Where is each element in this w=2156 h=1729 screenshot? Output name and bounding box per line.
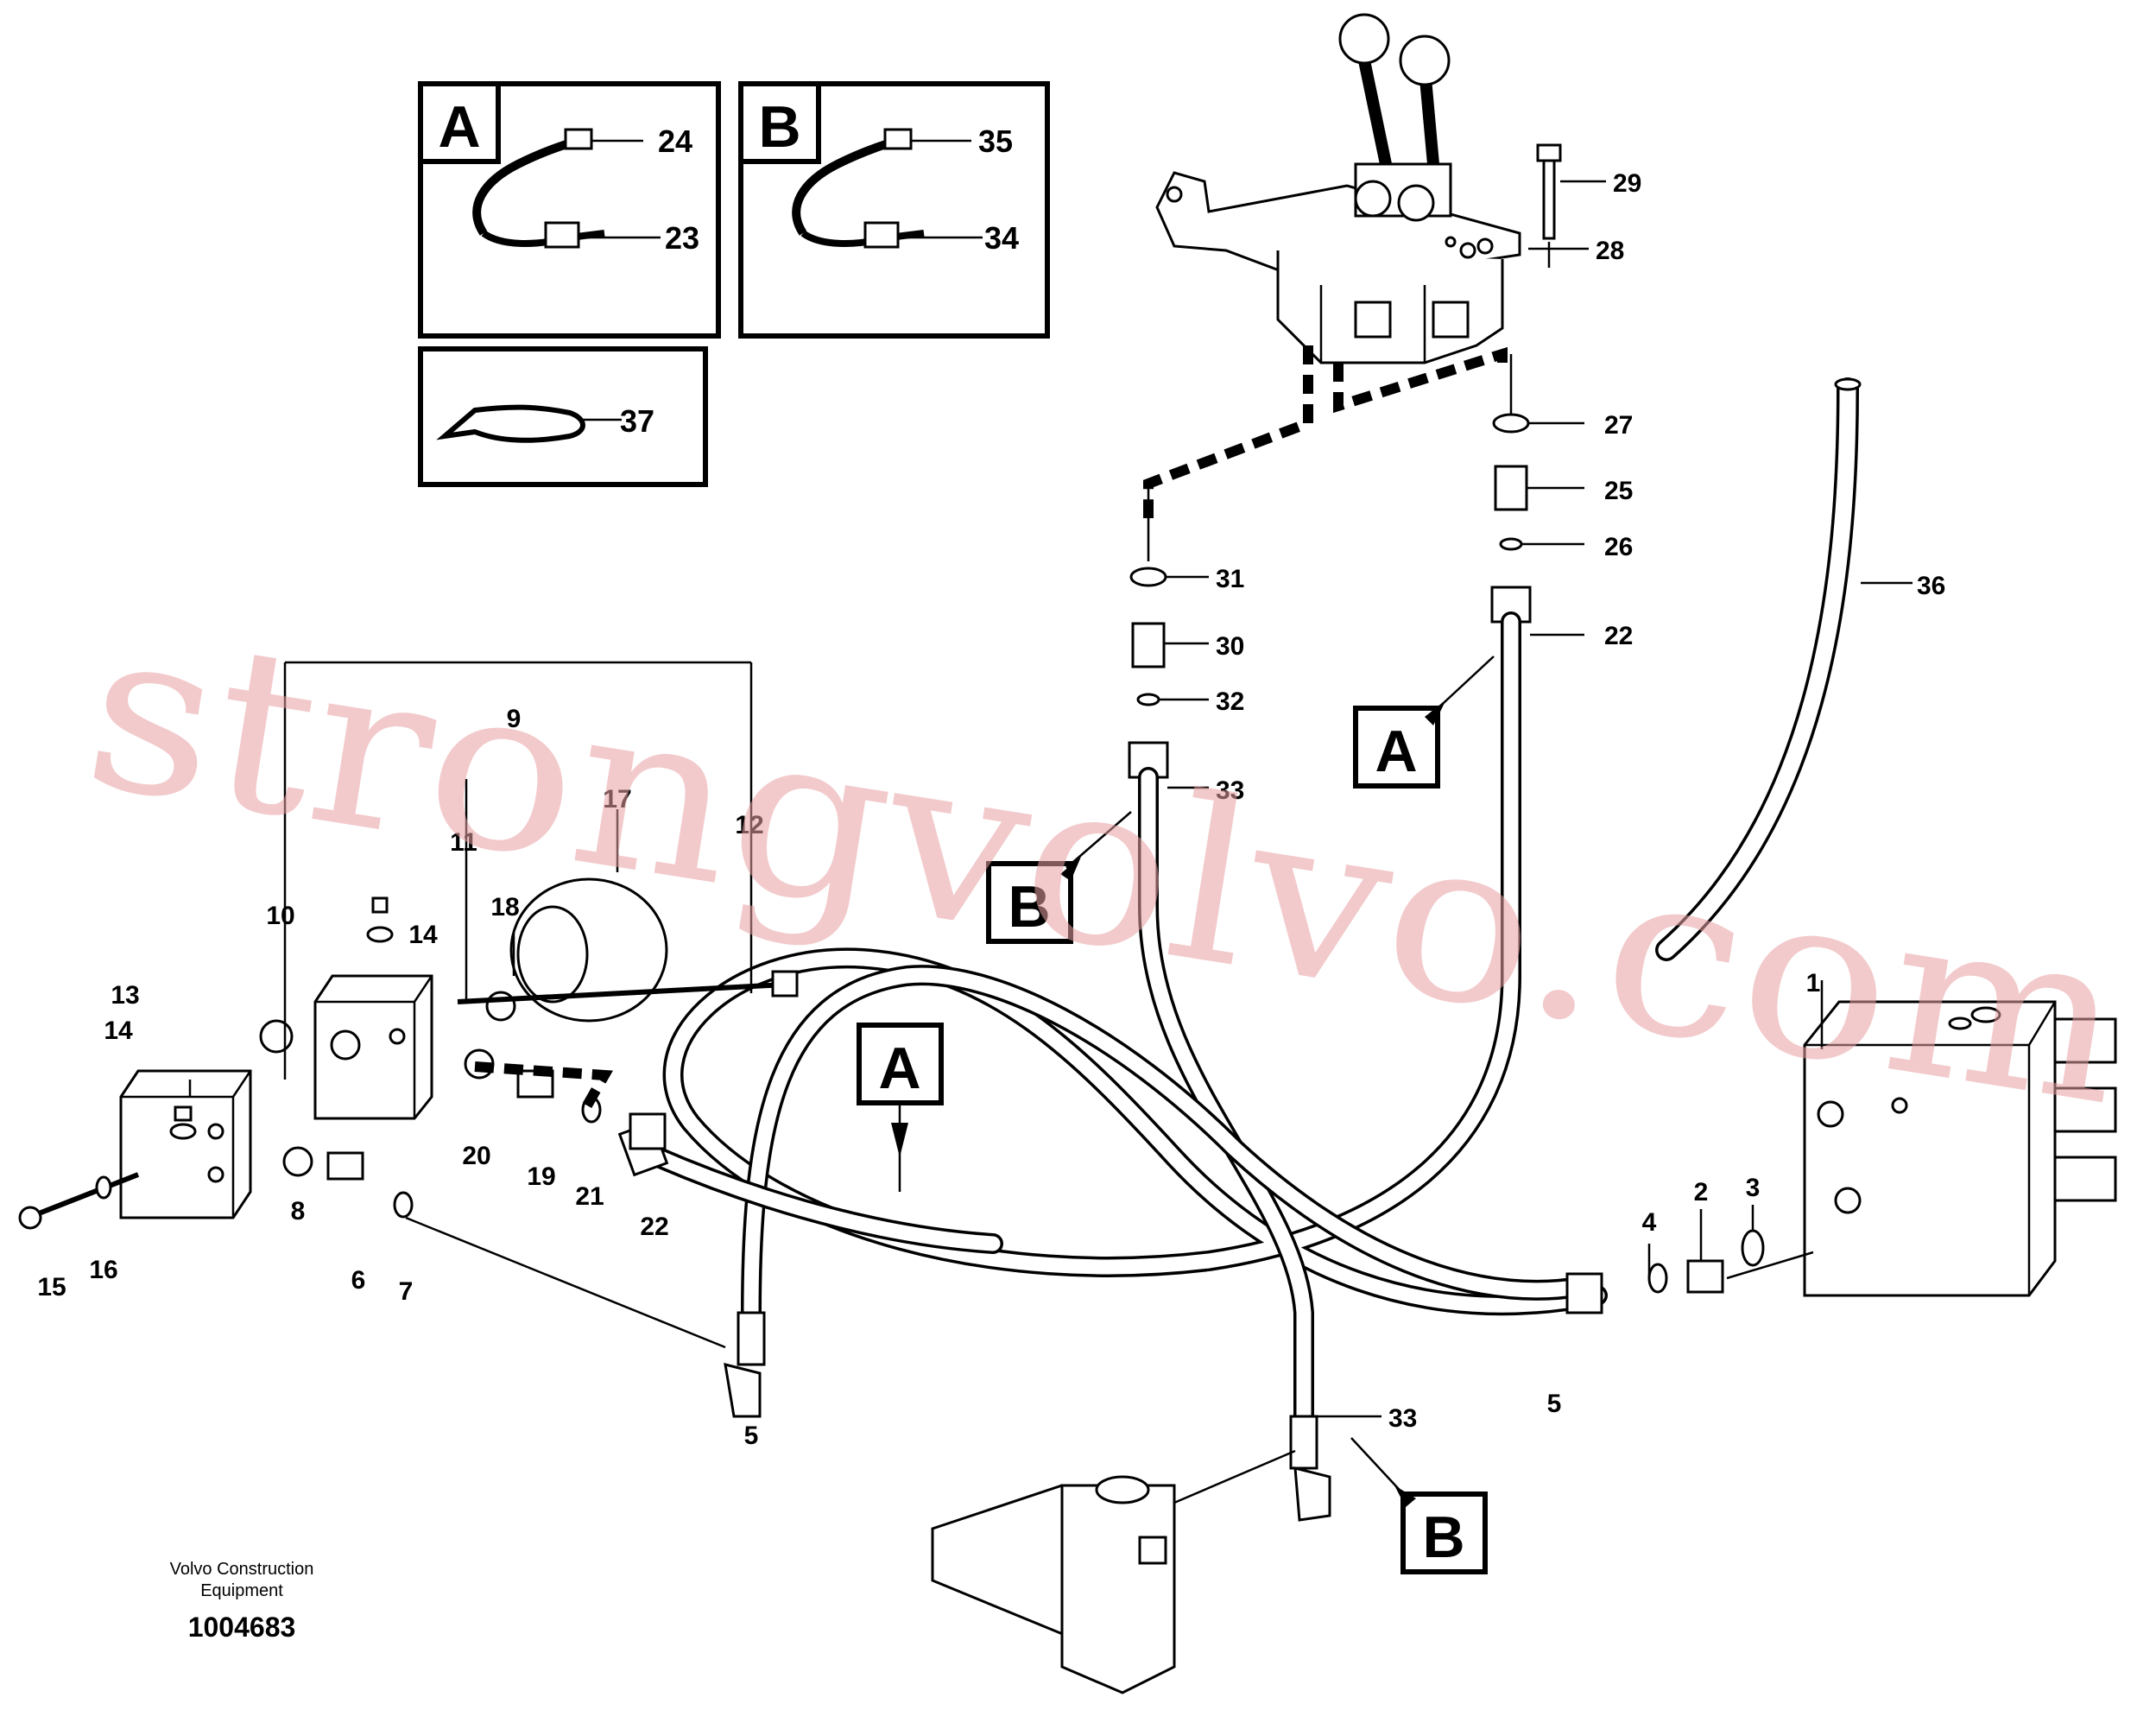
callout-15: 15: [37, 1273, 66, 1302]
tag-b-bottom: B: [1350, 1437, 1488, 1574]
callouts: 1 2 3 4 5 5 6 7 8 9 10 11 12 13 14 14 15…: [37, 169, 1945, 1450]
callout-2: 2: [1694, 1178, 1709, 1206]
hoses: [617, 611, 1608, 1522]
label-24: 24: [658, 124, 692, 159]
callout-12: 12: [735, 811, 763, 839]
callout-13: 13: [111, 981, 139, 1010]
callout-17: 17: [603, 785, 631, 814]
label-37: 37: [620, 403, 654, 439]
callout-5-left: 5: [744, 1422, 759, 1450]
footer-line2: Equipment: [200, 1581, 283, 1600]
callout-14-left: 14: [104, 1016, 133, 1045]
callout-10: 10: [266, 902, 294, 930]
tag-letter: B: [1422, 1504, 1464, 1570]
callout-32: 32: [1216, 687, 1244, 716]
tag-b-top: B: [986, 811, 1132, 944]
callout-21: 21: [575, 1182, 604, 1211]
callout-22-left: 22: [640, 1213, 668, 1241]
callout-18: 18: [490, 893, 519, 922]
callout-30: 30: [1216, 632, 1244, 661]
tag-a-right: A: [1353, 656, 1495, 788]
callout-4: 4: [1642, 1208, 1657, 1237]
hose-36: [1655, 377, 1913, 961]
callout-28: 28: [1596, 237, 1624, 265]
tag-letter: A: [1375, 719, 1417, 784]
footer-line1: Volvo Construction: [170, 1560, 314, 1579]
left-valve-assembly: [18, 661, 799, 1349]
callout-27: 27: [1604, 411, 1633, 440]
callout-6: 6: [351, 1266, 366, 1295]
callout-33-bottom: 33: [1388, 1404, 1417, 1433]
detail-letter: A: [438, 94, 480, 160]
tag-letter: B: [1008, 874, 1050, 940]
callout-16: 16: [89, 1256, 117, 1284]
footer-code: 1004683: [188, 1612, 296, 1643]
callout-25: 25: [1604, 477, 1633, 505]
detail-box-a: A 24 23: [418, 81, 721, 339]
label-23: 23: [665, 220, 699, 256]
callout-20: 20: [462, 1142, 490, 1170]
callout-5-right: 5: [1547, 1390, 1562, 1418]
detail-letter: B: [758, 94, 800, 160]
detail-box-c: 37: [418, 346, 708, 487]
callout-11: 11: [450, 828, 477, 857]
callout-7: 7: [399, 1277, 414, 1306]
callout-14-top: 14: [408, 921, 438, 949]
bolt-29: [1536, 143, 1606, 268]
callout-29: 29: [1613, 169, 1641, 198]
callout-9: 9: [507, 705, 522, 733]
pilot-control-valve: [1155, 13, 1521, 364]
callout-33-top: 33: [1216, 776, 1244, 805]
tag-letter: A: [878, 1036, 920, 1101]
solenoid-valve: [931, 1449, 1296, 1694]
label-35: 35: [978, 124, 1013, 159]
detail-box-b: B 35 34: [738, 81, 1050, 339]
tag-a-center: A: [857, 1023, 944, 1192]
footer: Volvo Construction Equipment 1004683: [170, 1560, 314, 1643]
callout-8: 8: [291, 1197, 306, 1226]
callout-22-right: 22: [1604, 622, 1633, 650]
callout-26: 26: [1604, 533, 1633, 561]
callout-19: 19: [527, 1162, 555, 1191]
label-34: 34: [984, 220, 1019, 256]
callout-3: 3: [1746, 1174, 1761, 1202]
callout-31: 31: [1216, 565, 1244, 593]
main-valve-block: [1803, 980, 2117, 1297]
callout-36: 36: [1917, 572, 1945, 600]
callout-1: 1: [1806, 969, 1821, 998]
